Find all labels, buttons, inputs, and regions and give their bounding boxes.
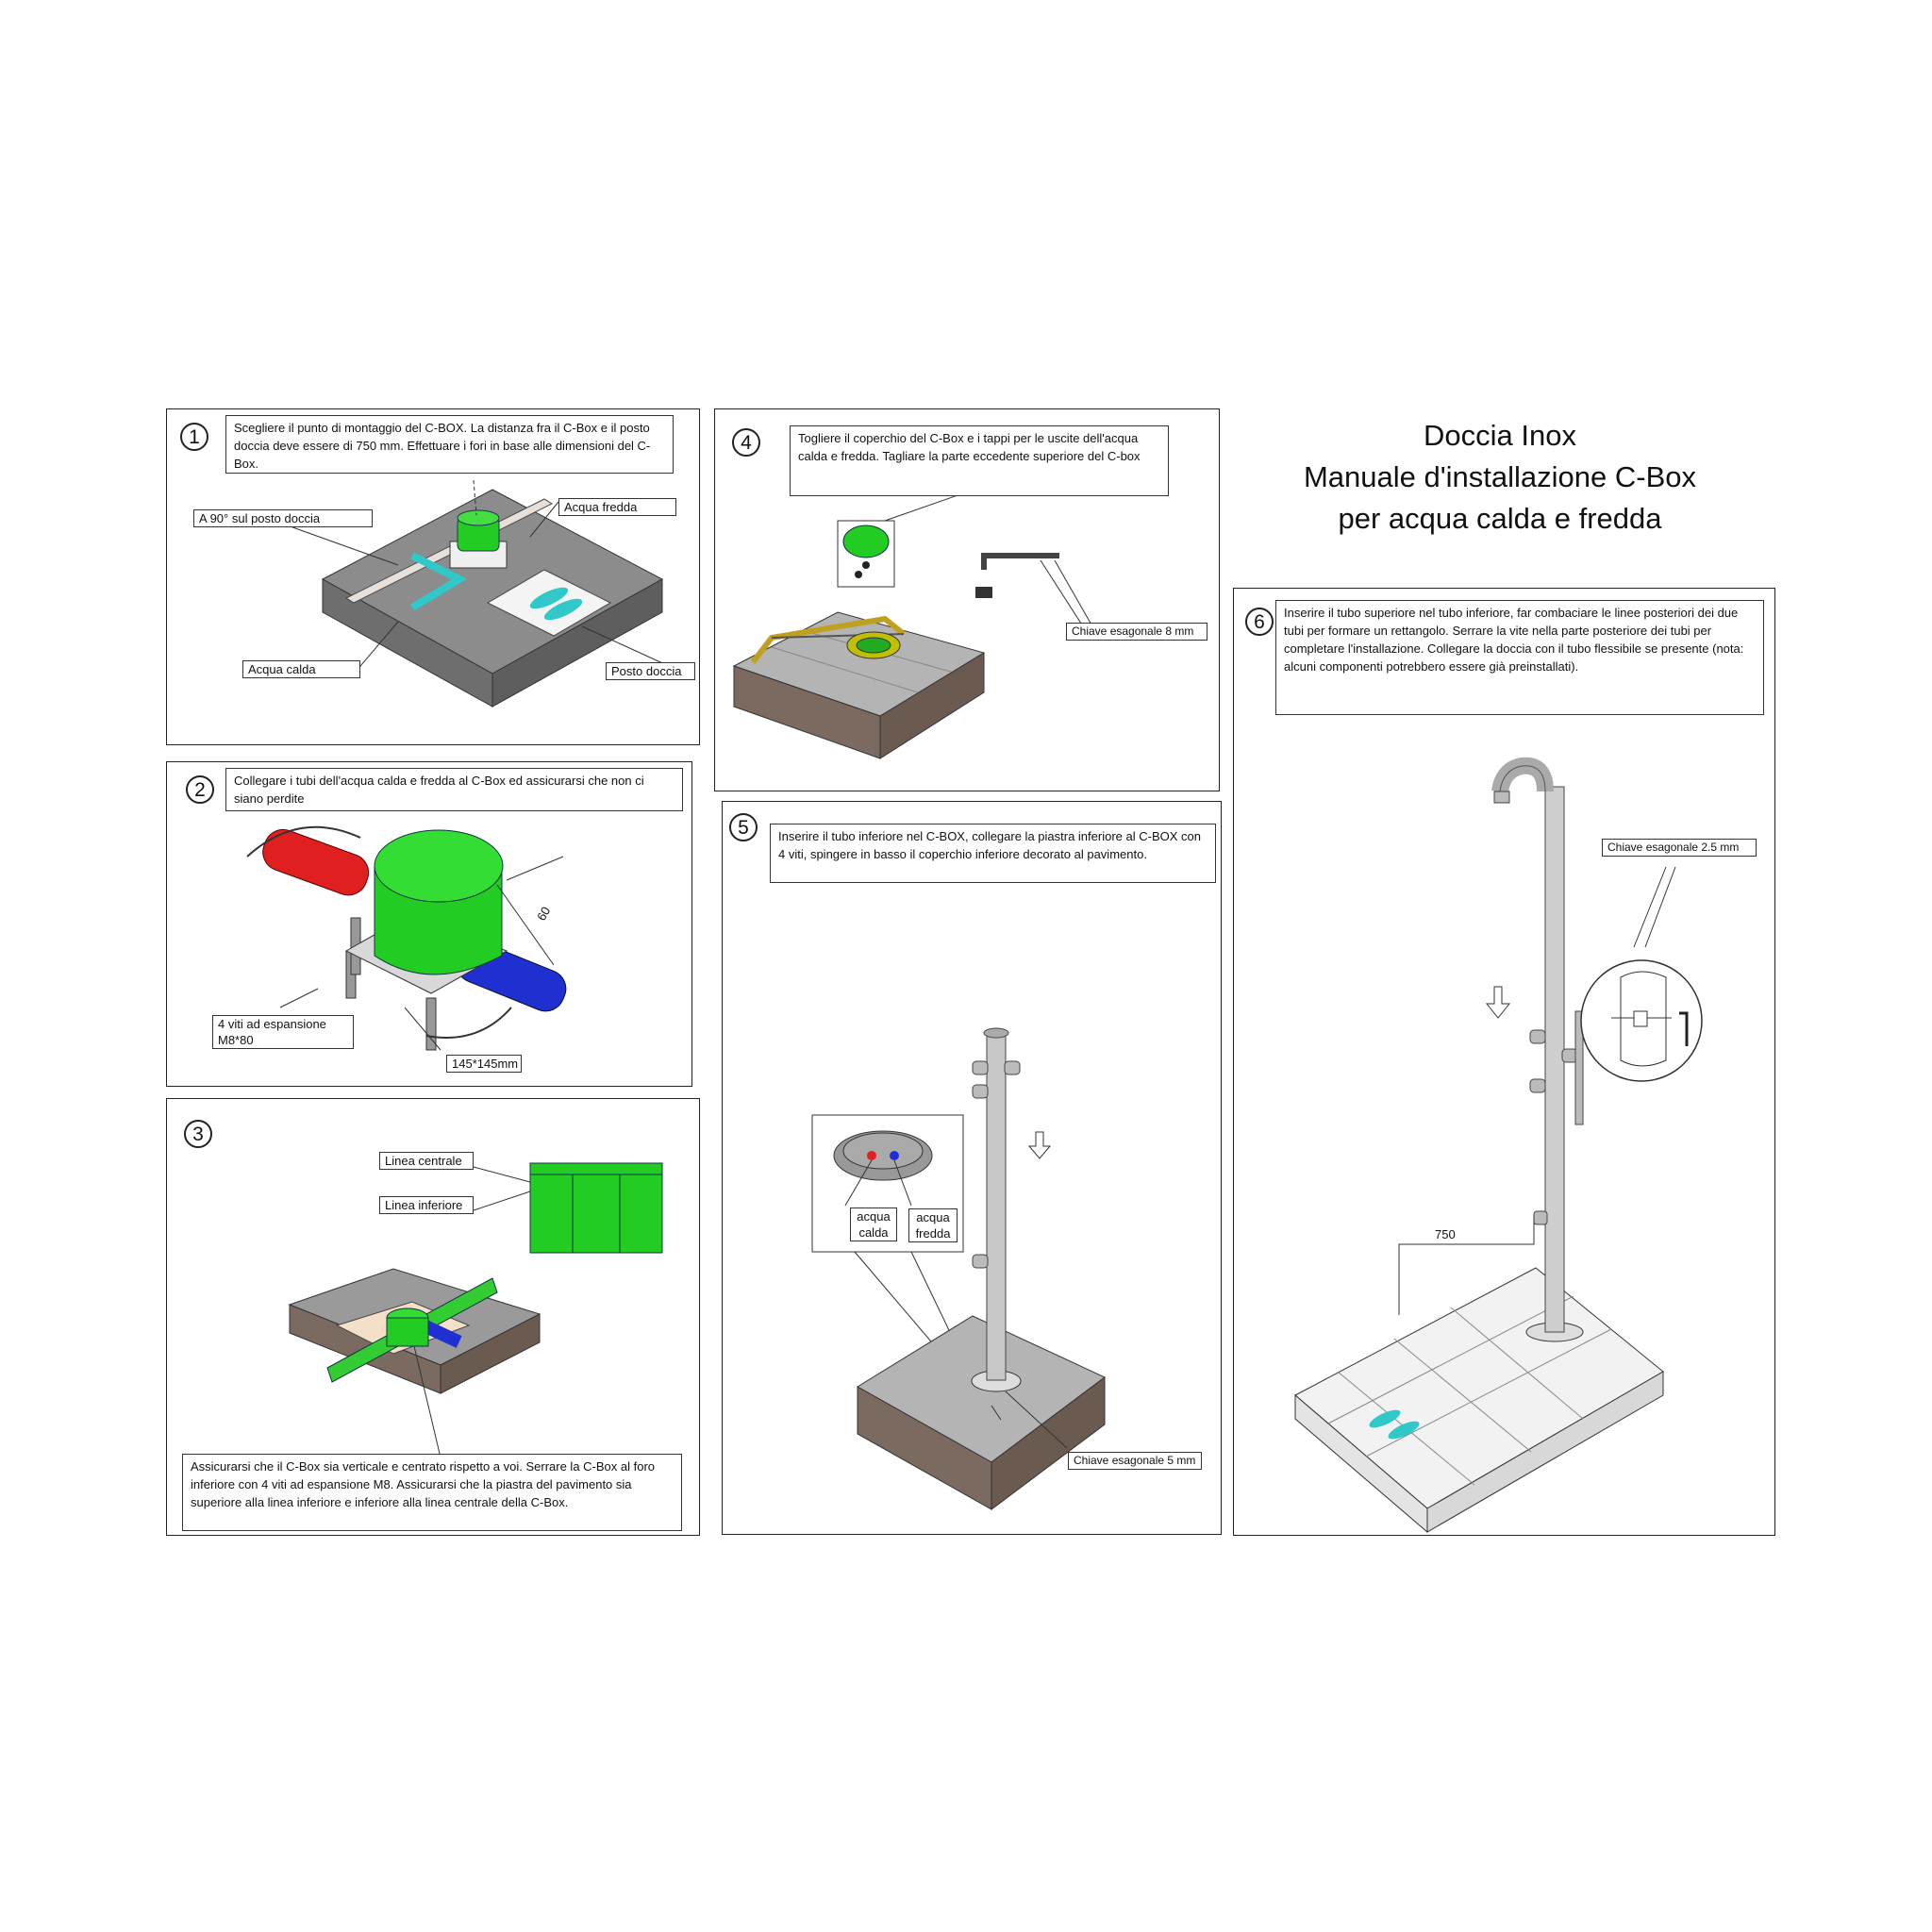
dimension-750: 750 <box>1435 1227 1456 1241</box>
step-6-number: 6 <box>1245 608 1274 636</box>
step-1-number: 1 <box>180 423 208 451</box>
step-4-instructions: Togliere il coperchio del C-Box e i tapp… <box>790 425 1169 496</box>
label-acqua-fredda: Acqua fredda <box>558 498 676 516</box>
step-2-number: 2 <box>186 775 214 804</box>
step-1-instructions: Scegliere il punto di montaggio del C-BO… <box>225 415 674 474</box>
label-chiave-2-5mm: Chiave esagonale 2.5 mm <box>1602 839 1757 857</box>
step-5-number: 5 <box>729 813 758 841</box>
step-3-number: 3 <box>184 1120 212 1148</box>
step-2-panel: 2 Collegare i tubi dell'acqua calda e fr… <box>166 761 692 1087</box>
step-4-illustration <box>732 493 1093 759</box>
step-3-illustration <box>288 1162 663 1458</box>
label-145mm: 145*145mm <box>446 1055 522 1073</box>
label-acqua-fredda-detail: acqua fredda <box>908 1208 958 1242</box>
label-posto-doccia: Posto doccia <box>606 662 695 680</box>
step-6-illustration <box>1294 757 1703 1534</box>
step-1-illustration <box>284 479 682 708</box>
step-5-panel: 5 Inserire il tubo inferiore nel C-BOX, … <box>722 801 1222 1535</box>
label-linea-inferiore: Linea inferiore <box>379 1196 474 1214</box>
step-2-instructions: Collegare i tubi dell'acqua calda e fred… <box>225 768 683 811</box>
label-linea-centrale: Linea centrale <box>379 1152 474 1170</box>
label-viti-espansione: 4 viti ad espansione M8*80 <box>212 1015 354 1049</box>
step-5-illustration <box>811 1027 1106 1510</box>
title-line-2: Manuale d'installazione C-Box <box>1303 460 1697 493</box>
step-3-panel: 3 Linea centrale Linea inferiore Assicur… <box>166 1098 700 1536</box>
label-chiave-5mm: Chiave esagonale 5 mm <box>1068 1452 1202 1470</box>
step-5-instructions: Inserire il tubo inferiore nel C-BOX, co… <box>770 824 1216 883</box>
step-4-panel: 4 Togliere il coperchio del C-Box e i ta… <box>714 408 1220 791</box>
label-acqua-calda: Acqua calda <box>242 660 360 678</box>
title-line-3: per acqua calda e fredda <box>1338 502 1662 535</box>
step-6-panel: 6 Inserire il tubo superiore nel tubo in… <box>1233 588 1775 1536</box>
step-2-illustration <box>246 825 567 1051</box>
step-1-panel: 1 Scegliere il punto di montaggio del C-… <box>166 408 700 745</box>
step-4-number: 4 <box>732 428 760 457</box>
label-acqua-calda-detail: acqua calda <box>850 1208 897 1241</box>
step-3-instructions: Assicurarsi che il C-Box sia verticale e… <box>182 1454 682 1531</box>
label-chiave-8mm: Chiave esagonale 8 mm <box>1066 623 1208 641</box>
title-line-1: Doccia Inox <box>1424 419 1576 452</box>
step-6-instructions: Inserire il tubo superiore nel tubo infe… <box>1275 600 1764 715</box>
label-a90-posto-doccia: A 90° sul posto doccia <box>193 509 373 527</box>
manual-title: Doccia Inox Manuale d'installazione C-Bo… <box>1226 415 1774 540</box>
